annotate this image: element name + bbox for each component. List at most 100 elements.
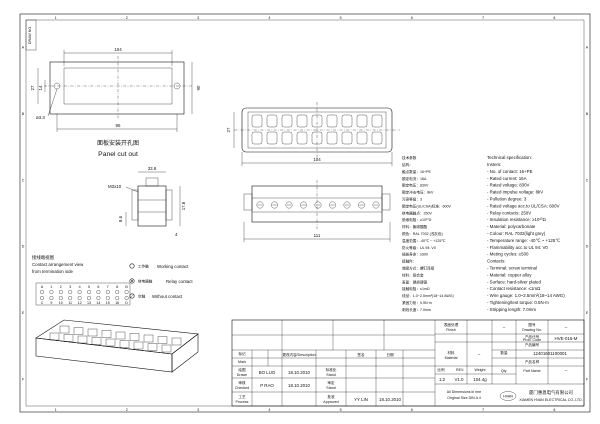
corner-label-box: [25, 19, 37, 51]
side-view-body: [137, 185, 167, 227]
top-view: 104 27: [226, 102, 400, 166]
material-val: –: [478, 352, 481, 357]
panel-cutout-outline: [49, 61, 185, 115]
part-no-val: 12401601100001: [533, 351, 567, 356]
en-spec-item: Insters:: [487, 162, 501, 167]
front-view-width-dim: 111: [314, 233, 321, 238]
cn-spec-item: 污染等级：3: [402, 197, 422, 202]
frame-row-label: B: [586, 112, 589, 116]
panel-cutout-en: Panel cut out: [98, 151, 138, 158]
frame-row-label: F: [22, 377, 25, 381]
arrangement-label: 16: [115, 301, 119, 305]
qty-en: Qty.: [501, 369, 507, 373]
legend-without-cn: 空触: [138, 294, 146, 299]
arrangement-label: 2: [60, 285, 62, 289]
iso-block: [161, 344, 172, 353]
company-logo: [499, 391, 517, 401]
frame-col-label: 1: [55, 408, 57, 412]
frame-col-label: 3: [197, 408, 199, 412]
side-dim-a: 33.8: [148, 166, 157, 171]
part-name-cn: 产品名称: [525, 359, 540, 364]
arrangement-label: 9: [50, 301, 52, 305]
arrangement-contact: [49, 296, 54, 300]
approval-role-cn: 批准: [327, 394, 335, 399]
panel-height-dim: 27: [30, 85, 35, 90]
legend-working-en: Working contact: [157, 264, 189, 269]
rev-date-header: 日期: [386, 352, 394, 357]
frame-col-label: 8: [553, 408, 555, 412]
person-role-en: Drawn: [237, 373, 247, 377]
en-spec-item: - Flammability acc.to UL 94: V0: [487, 245, 548, 250]
frame-row-label: B: [22, 112, 25, 116]
person-role-cn: 工艺: [238, 394, 246, 399]
arrangement-label: 7: [107, 285, 109, 289]
cn-spec-item: 绝缘电阻：≥10¹⁰Ω: [402, 217, 432, 222]
en-spec-title: Technical specification:: [487, 155, 532, 160]
cn-spec-item: 继电器触点：250V: [402, 210, 433, 215]
approval-role-cn: 标准化: [326, 367, 337, 372]
panel-cutout-view: 104 27 14 36 ø3.3 95 面板安装开孔图 Panel cut o…: [30, 47, 201, 158]
en-spec-list: Insters:- No. of contact: 16+PE- Rated c…: [487, 162, 565, 312]
frame-col-label: 6: [411, 408, 413, 412]
cn-spec-item: 额定电压：830V: [402, 183, 429, 188]
cn-spec-item: 材料：聚碳酸酯: [402, 224, 428, 229]
product-code-val: HVE-016-M: [555, 336, 578, 341]
contact-cell: [251, 131, 263, 145]
person-name: BO LUO: [259, 370, 276, 375]
cn-spec-item: 剥线长度：7.0mm: [402, 307, 431, 312]
product-code-cn: 产品代号: [525, 334, 540, 339]
cn-spec-item: 材料：铜合金: [402, 272, 424, 277]
screw-head: [256, 201, 264, 209]
approval-role-en: Approved: [323, 400, 338, 404]
iso-block: [133, 341, 144, 350]
screw-head: [314, 201, 322, 209]
en-spec-item: Contacts:: [487, 259, 506, 264]
scale-val: 1:2: [439, 377, 446, 382]
side-view: 33.8 M3x10 17.8 8.6 4: [108, 166, 186, 237]
weight-val: 104.4g: [473, 377, 487, 382]
arrangement-en1: Contact arrangement view: [32, 262, 84, 267]
frame-col-label: 3: [197, 16, 199, 20]
arrangement-contact: [96, 290, 101, 294]
person-date: 18.10.2010: [288, 383, 311, 388]
frame-row-label: D: [586, 245, 589, 249]
iso-block: [91, 337, 102, 345]
arrangement-contact: [77, 296, 82, 300]
arrangement-box: [35, 282, 131, 306]
en-spec-item: - Relay contacts: 250V: [487, 210, 531, 215]
rev-desc-header: 更改内容/Description: [282, 352, 315, 357]
arrangement-contact: [87, 290, 91, 294]
iso-block: [101, 330, 112, 338]
cn-spec-item: 触点数量：16+PE: [402, 169, 431, 174]
en-spec-item: - Insulation resistance: ≥10¹⁰Ω: [487, 217, 547, 222]
rev-mark-cn: 标记: [238, 351, 246, 356]
en-spec-item: - Pollution degree: 3: [487, 197, 527, 202]
iso-block: [87, 328, 98, 337]
arrangement-label: 13: [87, 301, 91, 305]
drawing-no-en: Drawing No.: [522, 328, 542, 332]
en-spec-item: - Contact resistance: ≤1mΩ: [487, 286, 541, 291]
frame-row-label: C: [22, 178, 25, 182]
contact-cell: [326, 114, 338, 128]
panel-cutout-cn: 面板安装开孔图: [97, 139, 139, 147]
dimensions-note2: Original Size DIN A 4: [447, 396, 481, 400]
en-spec-item: - Stripping length: 7.0mm: [487, 307, 536, 312]
side-dim-c: 17.8: [181, 201, 186, 210]
cn-spec-item: 紧固力矩：0.5N·m: [402, 300, 432, 305]
iso-block: [73, 327, 84, 335]
scale-cn: 比例: [437, 367, 445, 372]
cn-spec-item: 颜色：RAL 7032 (浅灰色): [402, 231, 443, 236]
frame-col-label: 8: [553, 16, 555, 20]
frame-col-label: 2: [126, 16, 128, 20]
cn-spec-item: 线径：1.0~2.5mm²(18~14 AWG): [402, 293, 454, 298]
rev-val: V1.0: [454, 377, 464, 382]
title-block: [231, 319, 585, 407]
approval-date: 18.10.2010: [379, 397, 402, 402]
iso-block: [105, 338, 116, 347]
drawing-no-val: –: [565, 325, 568, 330]
iso-block: [49, 332, 60, 341]
frame-row-label: F: [586, 377, 589, 381]
top-view-contacts: [251, 114, 383, 145]
